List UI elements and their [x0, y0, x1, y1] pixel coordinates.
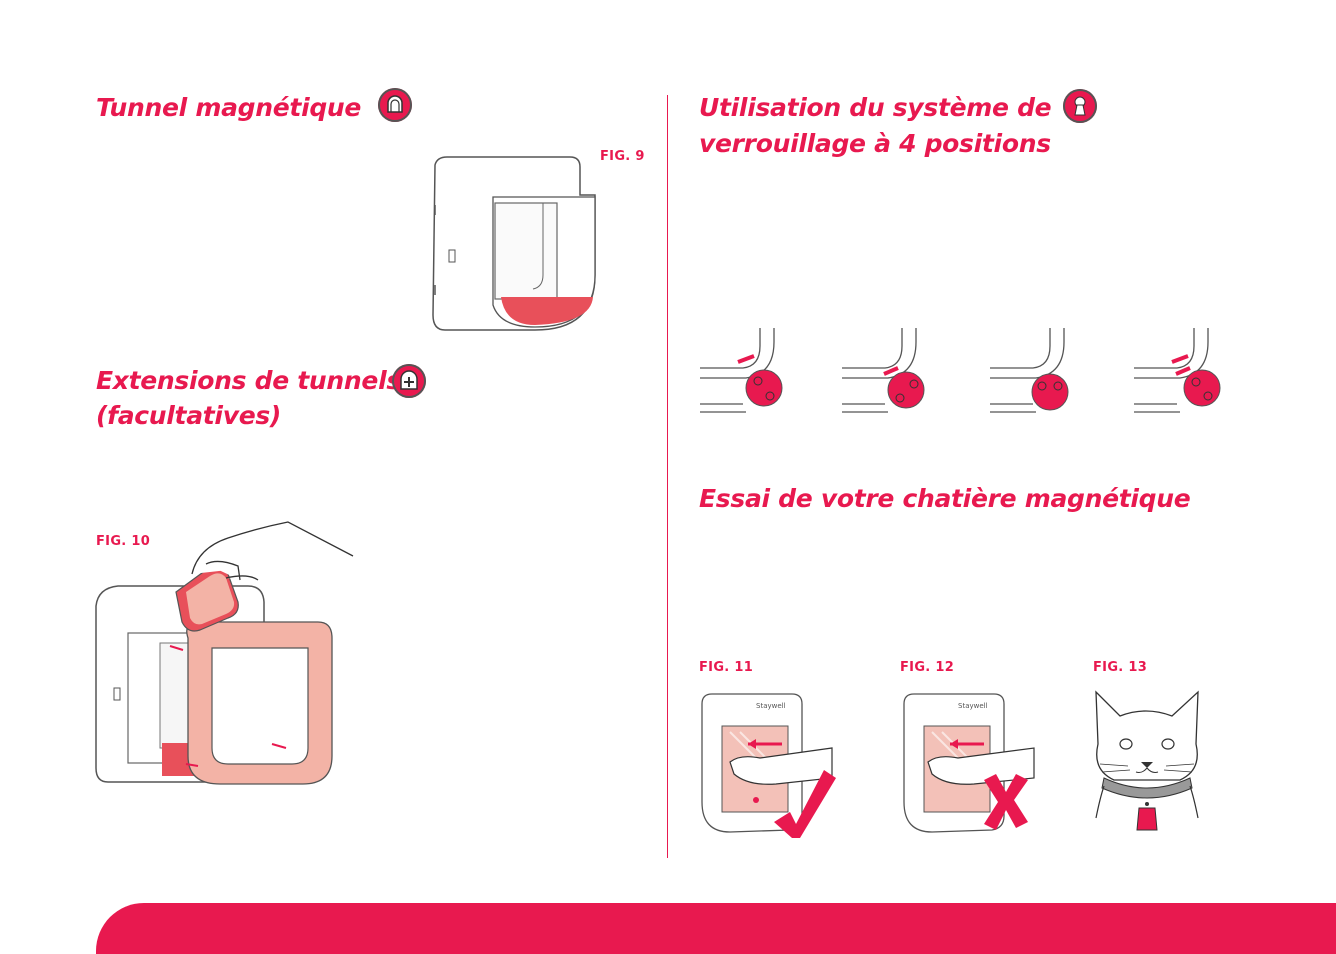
fig10-tunnel-extension	[95, 521, 354, 785]
fig12-brand: Staywell	[958, 702, 988, 710]
fig11-brand: Staywell	[756, 702, 786, 710]
tunnel-extension-plus-icon	[392, 364, 426, 398]
lock-position-2	[842, 328, 925, 413]
fig12-label: FIG. 12	[900, 660, 955, 675]
lock-title-line1: Utilisation du système de	[699, 93, 1052, 122]
fig11-label: FIG. 11	[699, 660, 754, 675]
extensions-title-line1: Extensions de tunnels	[96, 366, 401, 395]
fig9-label: FIG. 9	[600, 149, 645, 164]
fig12-wrong-hand-position: Staywell	[903, 693, 1035, 833]
lock-title-line2: verrouillage à 4 positions	[699, 129, 1051, 158]
footer-band	[96, 903, 1336, 954]
tunnel-title: Tunnel magnétique	[96, 93, 362, 122]
fig9-cat-flap-tunnel	[432, 156, 596, 331]
fig13-cat-with-magnetic-collar	[1095, 690, 1199, 831]
plus-glyph	[400, 370, 418, 390]
lock-position-4	[1134, 328, 1221, 413]
keyhole-icon	[1063, 89, 1097, 123]
test-title: Essai de votre chatière magnétique	[699, 484, 1191, 513]
tunnel-badge-icon	[378, 88, 412, 122]
keyhole-glyph	[1074, 96, 1086, 116]
fig11-correct-hand-position: Staywell	[701, 693, 836, 838]
extensions-title-line2: (facultatives)	[96, 401, 282, 430]
tunnel-glyph	[387, 95, 403, 113]
lock-position-1	[700, 328, 783, 413]
fig13-label: FIG. 13	[1093, 660, 1148, 675]
column-divider	[667, 95, 668, 858]
fig10-label: FIG. 10	[96, 534, 151, 549]
lock-position-3	[990, 328, 1069, 413]
